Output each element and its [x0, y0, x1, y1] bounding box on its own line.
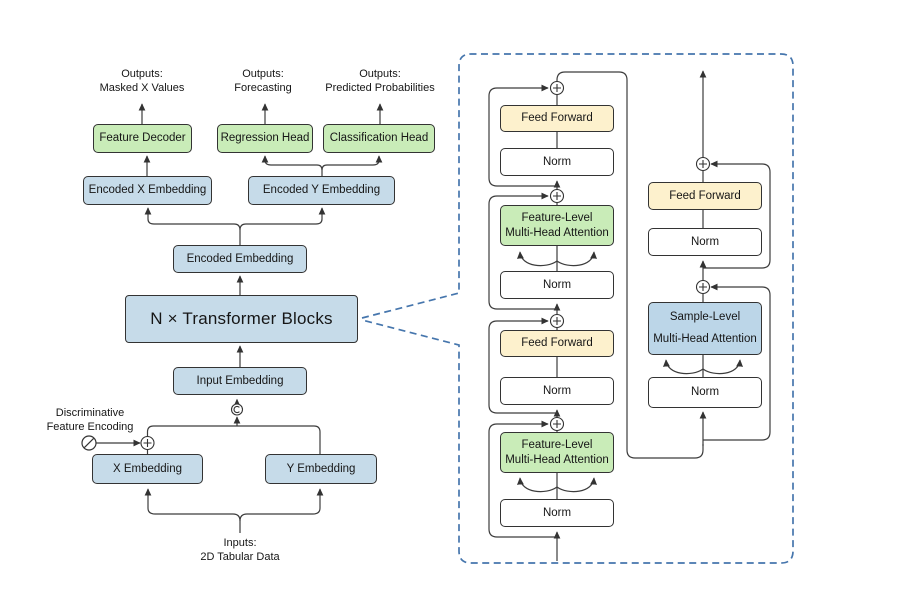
node-label: Feature-Level — [521, 438, 593, 451]
node-label: Input Embedding — [196, 374, 284, 387]
detail-feature-attention-2: Feature-Level Multi-Head Attention — [500, 205, 614, 246]
add-icon — [140, 435, 155, 451]
node-label: Feed Forward — [521, 337, 593, 350]
node-input-embedding: Input Embedding — [173, 367, 307, 395]
node-label: Feed Forward — [669, 189, 741, 202]
add-icon — [549, 313, 565, 329]
node-classification-head: Classification Head — [323, 124, 435, 153]
node-label: Encoded Y Embedding — [262, 184, 381, 197]
label-inputs-2d-tabular: Inputs: 2D Tabular Data — [160, 536, 320, 564]
node-encoded-embedding: Encoded Embedding — [173, 245, 307, 273]
add-icon — [695, 156, 711, 172]
node-transformer-blocks: N × Transformer Blocks — [125, 295, 358, 343]
detail-norm-3: Norm — [500, 271, 614, 299]
node-encoded-x-embedding: Encoded X Embedding — [83, 176, 212, 205]
detail-norm-4: Norm — [500, 148, 614, 176]
node-regression-head: Regression Head — [217, 124, 313, 153]
node-label: N × Transformer Blocks — [150, 308, 333, 328]
output-label-forecasting: Outputs: Forecasting — [173, 67, 353, 95]
node-y-embedding: Y Embedding — [265, 454, 377, 484]
node-label: Norm — [690, 235, 720, 248]
node-label: Norm — [542, 155, 572, 168]
node-label: Norm — [690, 386, 720, 399]
detail-norm-b: Norm — [648, 228, 762, 256]
output-title: Outputs: — [359, 68, 401, 80]
output-value: Forecasting — [234, 82, 292, 94]
output-title: Outputs: — [242, 68, 284, 80]
node-label: Feature-Level — [521, 211, 593, 224]
node-label: Norm — [542, 506, 572, 519]
detail-norm-1: Norm — [500, 499, 614, 527]
node-label: Y Embedding — [286, 462, 356, 475]
node-label: Multi-Head Attention — [505, 226, 609, 239]
detail-feature-attention-1: Feature-Level Multi-Head Attention — [500, 432, 614, 473]
node-label: Sample-Level — [669, 310, 741, 323]
node-label: Norm — [542, 278, 572, 291]
label-line: Inputs: — [223, 537, 257, 549]
detail-norm-a: Norm — [648, 377, 762, 408]
node-label: Multi-Head Attention — [653, 332, 757, 345]
output-label-predicted-probabilities: Outputs: Predicted Probabilities — [290, 67, 470, 95]
label-discriminative-feature-encoding: Discriminative Feature Encoding — [10, 406, 170, 434]
add-icon — [549, 80, 565, 96]
label-line: Discriminative — [55, 407, 125, 419]
node-label: Multi-Head Attention — [505, 453, 609, 466]
slash-circle-icon — [81, 435, 97, 451]
detail-sample-attention: Sample-Level Multi-Head Attention — [648, 302, 762, 355]
add-icon — [549, 188, 565, 204]
detail-feed-forward-mid: Feed Forward — [500, 330, 614, 357]
pipeline-wires — [96, 103, 384, 533]
output-value: Masked X Values — [99, 82, 185, 94]
output-title: Outputs: — [121, 68, 163, 80]
node-label: X Embedding — [112, 462, 183, 475]
detail-norm-2: Norm — [500, 377, 614, 405]
node-label: Encoded X Embedding — [88, 184, 207, 197]
add-icon — [549, 416, 565, 432]
output-value: Predicted Probabilities — [325, 82, 435, 94]
output-label-masked-x: Outputs: Masked X Values — [52, 67, 232, 95]
node-label: Feed Forward — [521, 112, 593, 125]
concat-icon — [230, 403, 244, 416]
node-label: Feature Decoder — [99, 132, 186, 145]
detail-callout-dashed-border — [361, 53, 794, 564]
add-icon — [695, 279, 711, 295]
label-line: 2D Tabular Data — [200, 551, 280, 563]
node-feature-decoder: Feature Decoder — [93, 124, 192, 153]
detail-wires — [488, 70, 771, 561]
node-label: Norm — [542, 384, 572, 397]
label-line: Feature Encoding — [46, 421, 134, 433]
node-x-embedding: X Embedding — [92, 454, 203, 484]
node-label: Classification Head — [329, 132, 429, 145]
node-encoded-y-embedding: Encoded Y Embedding — [248, 176, 395, 205]
node-label: Encoded Embedding — [186, 252, 294, 265]
detail-feed-forward-right: Feed Forward — [648, 182, 762, 210]
detail-feed-forward-top: Feed Forward — [500, 105, 614, 132]
node-label: Regression Head — [220, 132, 310, 145]
